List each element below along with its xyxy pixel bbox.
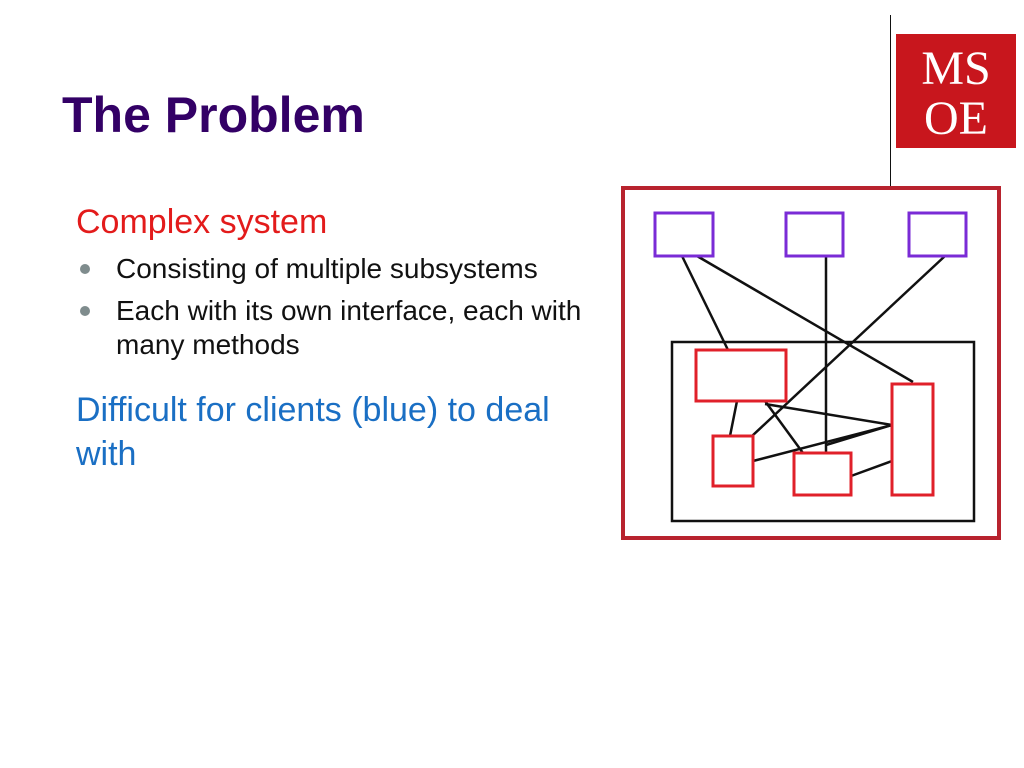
outer-frame <box>621 186 1001 540</box>
bullet-dot-icon <box>80 306 90 316</box>
connection-lines <box>680 254 946 478</box>
connection-line <box>696 254 914 384</box>
system-diagram-graphic <box>621 186 1001 540</box>
bullet-dot-icon <box>80 264 90 274</box>
bullet-text: Each with its own interface, each with m… <box>116 295 582 360</box>
bullet-text: Consisting of multiple subsystems <box>116 253 538 284</box>
conclusion-text: Difficult for clients (blue) to deal wit… <box>76 391 550 473</box>
slide-title: The Problem <box>62 87 365 143</box>
subsystem-box <box>694 348 788 403</box>
connection-line <box>728 400 739 437</box>
msoe-logo-graphic: MS OE <box>896 34 1016 148</box>
connection-line <box>763 400 805 454</box>
system-diagram <box>620 185 1002 541</box>
connection-line <box>764 402 893 427</box>
vertical-divider <box>890 15 891 187</box>
bullet-list: Consisting of multiple subsystems Each w… <box>76 252 596 362</box>
bullet-item: Each with its own interface, each with m… <box>76 294 596 362</box>
bullet-item: Consisting of multiple subsystems <box>76 252 596 286</box>
connection-line <box>850 459 893 478</box>
subsystem-container <box>670 340 976 523</box>
logo-text-line2: OE <box>924 92 988 145</box>
client-box <box>653 211 715 258</box>
logo-text-line1: MS <box>921 42 990 95</box>
connection-line <box>680 255 730 351</box>
slide-content: Complex system Consisting of multiple su… <box>76 200 596 476</box>
subsystem-box <box>711 434 755 488</box>
client-box <box>784 211 845 258</box>
logo-background <box>896 34 1016 148</box>
subsystem-box <box>890 382 935 497</box>
client-box <box>907 211 968 258</box>
subsystem-box <box>792 451 853 497</box>
connection-line <box>825 423 893 447</box>
msoe-logo: MS OE <box>896 34 1016 148</box>
section-heading: Complex system <box>76 203 328 241</box>
